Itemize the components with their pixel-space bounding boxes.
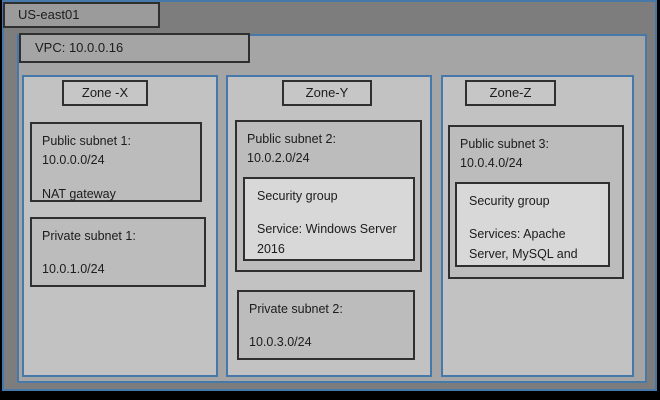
- subnet-title: Private subnet 1:: [42, 229, 136, 243]
- zone-z-security-group-box: Security group Services: Apache Server, …: [455, 182, 610, 267]
- zone-x-private-subnet-box: Private subnet 1: 10.0.1.0/24: [30, 217, 206, 287]
- zone-y-label: Zone-Y: [282, 80, 372, 106]
- subnet-cidr: 10.0.1.0/24: [42, 262, 105, 277]
- security-group-title: Security group: [257, 189, 338, 203]
- zone-z-public-subnet-box: Public subnet 3: 10.0.4.0/24 Security gr…: [448, 125, 624, 279]
- security-group-service: Services: Apache Server, MySQL and: [469, 227, 578, 261]
- subnet-title: Public subnet 1:: [42, 134, 131, 148]
- security-group-service: Service: Windows Server 2016: [257, 222, 397, 256]
- subnet-title: Public subnet 2:: [247, 132, 336, 146]
- zone-z-label: Zone-Z: [465, 80, 556, 106]
- zone-y-box: Zone-Y Public subnet 2: 10.0.2.0/24 Secu…: [226, 75, 432, 377]
- zone-y-public-subnet-box: Public subnet 2: 10.0.2.0/24 Security gr…: [235, 120, 422, 272]
- zone-x-public-subnet-box: Public subnet 1: 10.0.0.0/24 NAT gateway: [30, 122, 202, 202]
- subnet-cidr: 10.0.0.0/24: [42, 153, 105, 168]
- subnet-extra: NAT gateway: [42, 186, 116, 201]
- subnet-title: Private subnet 2:: [249, 302, 343, 316]
- zone-y-private-subnet-box: Private subnet 2: 10.0.3.0/24: [237, 290, 415, 360]
- subnet-title: Public subnet 3:: [460, 137, 549, 151]
- subnet-cidr: 10.0.2.0/24: [247, 151, 310, 166]
- subnet-cidr: 10.0.3.0/24: [249, 335, 312, 350]
- vpc-label: VPC: 10.0.0.16: [19, 33, 250, 63]
- zone-x-label: Zone -X: [62, 80, 148, 106]
- security-group-title: Security group: [469, 194, 550, 208]
- region-label: US-east01: [3, 2, 160, 28]
- zone-x-box: Zone -X Public subnet 1: 10.0.0.0/24 NAT…: [22, 75, 218, 377]
- zone-y-security-group-box: Security group Service: Windows Server 2…: [243, 177, 415, 261]
- zone-z-box: Zone-Z Public subnet 3: 10.0.4.0/24 Secu…: [441, 75, 634, 377]
- subnet-cidr: 10.0.4.0/24: [460, 156, 523, 171]
